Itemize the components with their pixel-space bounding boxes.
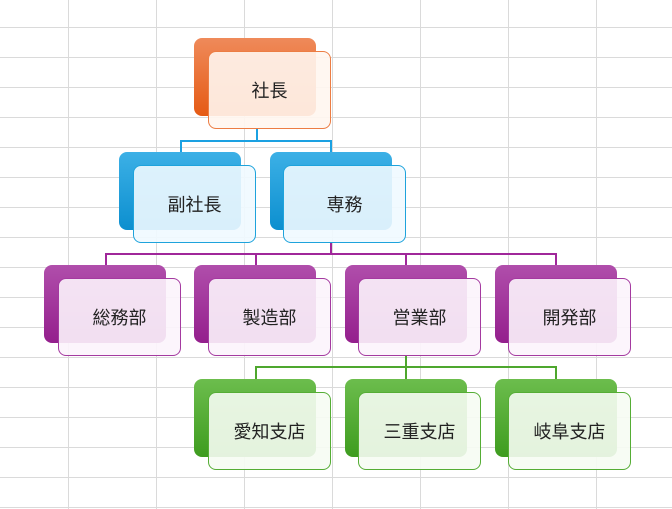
node-box[interactable]: 営業部: [358, 278, 481, 356]
node-box[interactable]: 開発部: [508, 278, 631, 356]
node-label: 営業部: [392, 308, 447, 329]
node-label: 社長: [251, 81, 288, 102]
node-box[interactable]: 愛知支店: [208, 392, 331, 470]
node-box[interactable]: 三重支店: [358, 392, 481, 470]
node-box[interactable]: 副社長: [133, 165, 256, 243]
node-box[interactable]: 製造部: [208, 278, 331, 356]
node-label: 副社長: [167, 195, 222, 216]
node-box[interactable]: 岐阜支店: [508, 392, 631, 470]
node-box[interactable]: 総務部: [58, 278, 181, 356]
node-label: 専務: [326, 195, 363, 216]
node-box[interactable]: 社長: [208, 51, 331, 129]
node-label: 開発部: [542, 308, 597, 329]
node-label: 岐阜支店: [533, 422, 606, 443]
node-box[interactable]: 専務: [283, 165, 406, 243]
node-label: 愛知支店: [233, 422, 306, 443]
node-label: 三重支店: [383, 422, 456, 443]
node-label: 製造部: [242, 308, 297, 329]
node-label: 総務部: [92, 308, 147, 329]
